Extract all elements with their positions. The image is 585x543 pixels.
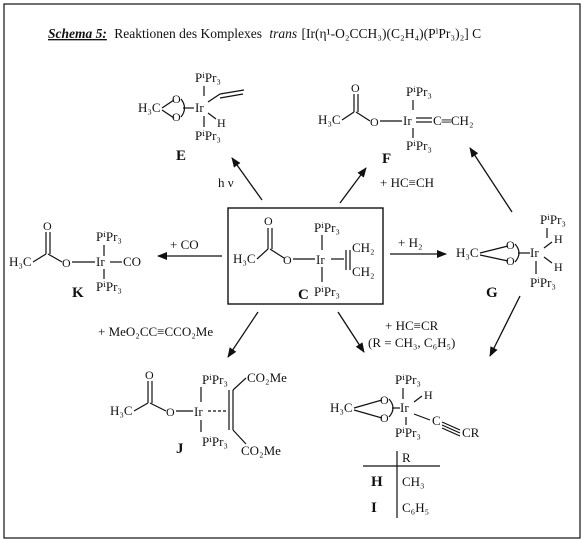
scheme-title-isomer: trans [269, 26, 297, 41]
compound-C-acetate-methyl: H₃C [233, 251, 256, 266]
compound-E-phosphine-top: PⁱPr₃ [195, 70, 221, 85]
svg-text:O: O [506, 238, 515, 252]
compound-F-label: F [382, 151, 391, 167]
compound-HI-phosphine-top: PⁱPr₃ [395, 372, 421, 387]
compound-C-ch2-top: CH₂ [352, 240, 375, 255]
svg-text:O: O [166, 405, 175, 419]
r-table-header: R [402, 450, 411, 465]
compound-C-box [227, 207, 384, 305]
compound-F-iridium: Ir [403, 113, 412, 128]
reagent-h2: + H₂ [398, 235, 423, 250]
compound-F-phosphine-bottom: PⁱPr₃ [406, 138, 432, 153]
compound-C-phosphine-top: PⁱPr₃ [314, 220, 340, 235]
reagent-alkyne-note: (R = CH₃, C₆H₅) [368, 335, 455, 350]
r-table: R H CH₃ I C₆H₅ [363, 450, 440, 518]
compound-J-phosphine-bottom: PⁱPr₃ [202, 434, 228, 449]
compound-E-hydride: H [217, 116, 226, 130]
compound-G-phosphine-top: PⁱPr₃ [540, 212, 566, 227]
scheme-title-text: Reaktionen des Komplexes [114, 26, 262, 41]
compound-HI-alkynyl-r: CR [462, 425, 480, 440]
arrow-C-to-HI [337, 311, 365, 353]
compound-E-label: E [176, 148, 186, 164]
svg-text:O: O [370, 115, 379, 129]
reagent-hv: h ν [218, 175, 234, 190]
compound-K-label: K [72, 285, 84, 301]
reagent-co: + CO [170, 237, 199, 252]
compound-F: PⁱPr₃ H₃C O O Ir C═CH₂ PⁱPr₃ F [318, 81, 473, 167]
compound-K-acetate-methyl: H₃C [9, 254, 32, 269]
arrow-G-to-F [469, 147, 513, 213]
compound-H-I: PⁱPr₃ H₃C O O Ir H C CR PⁱPr₃ [330, 372, 480, 440]
compound-G-label: G [486, 285, 498, 301]
compound-J-ester-top: CO₂Me [247, 370, 287, 385]
svg-text:O: O [380, 393, 389, 407]
svg-text:O: O [62, 256, 71, 270]
svg-text:O: O [351, 81, 360, 95]
compound-K-phosphine-top: PⁱPr₃ [96, 229, 122, 244]
compound-F-vinylidene: C═CH₂ [433, 113, 473, 128]
svg-text:C: C [432, 413, 441, 428]
compound-C-phosphine-bottom: PⁱPr₃ [314, 284, 340, 299]
svg-text:O: O [172, 92, 181, 106]
compound-K-carbonyl: CO [123, 254, 141, 269]
compound-F-phosphine-top: PⁱPr₃ [406, 84, 432, 99]
compound-E-iridium: Ir [195, 100, 204, 115]
compound-C-ch2-bottom: CH₂ [352, 264, 375, 279]
compound-G-hydride-bottom: H [554, 260, 563, 274]
r-table-row-label-H: H [371, 474, 383, 490]
compound-K-iridium: Ir [96, 254, 105, 269]
reagent-dmad: + MeO₂CC≡CCO₂Me [98, 324, 213, 339]
compound-J-iridium: Ir [194, 404, 203, 419]
arrow-G-to-HI [489, 295, 521, 357]
compound-K: PⁱPr₃ H₃C O O Ir CO PⁱPr₃ K [9, 219, 141, 301]
compound-E-phosphine-bottom: PⁱPr₃ [195, 128, 221, 143]
compound-G-phosphine-bottom: PⁱPr₃ [530, 275, 556, 290]
svg-text:O: O [380, 411, 389, 425]
svg-text:O: O [283, 253, 292, 267]
compound-E: PⁱPr₃ H₃C O O Ir H PⁱPr₃ E [138, 70, 245, 164]
scheme-title-prefix: Schema 5: [48, 26, 107, 41]
compound-C-label: C [298, 287, 309, 303]
arrow-C-to-F [339, 167, 367, 204]
compound-G-hydride-top: H [554, 232, 563, 246]
r-table-row-value-H: CH₃ [402, 474, 425, 489]
reagent-alkyne: + HC≡CR [385, 318, 439, 333]
svg-text:O: O [145, 368, 154, 382]
compound-J: H₃C O O Ir PⁱPr₃ PⁱPr₃ CO₂Me CO₂Me J [110, 368, 287, 458]
svg-text:O: O [506, 254, 515, 268]
compound-F-acetate-methyl: H₃C [318, 112, 341, 127]
scheme-title-formula: [Ir(η¹-O₂CCH₃)(C₂H₄)(PⁱPr₃)₂] C [301, 26, 481, 41]
compound-C: H₃C O O Ir PⁱPr₃ PⁱPr₃ CH₂ CH₂ C [227, 207, 384, 305]
compound-HI-phosphine-bottom: PⁱPr₃ [395, 425, 421, 440]
compound-G: PⁱPr₃ H₃C O O Ir H H PⁱPr₃ G [456, 212, 566, 301]
compound-J-phosphine-top: PⁱPr₃ [202, 372, 228, 387]
svg-text:O: O [172, 110, 181, 124]
compound-HI-iridium: Ir [400, 400, 409, 415]
compound-HI-hydride: H [424, 388, 433, 402]
reagent-acetylene: + HC≡CH [380, 175, 434, 190]
svg-text:O: O [264, 214, 273, 228]
compound-E-acetate-methyl: H₃C [138, 100, 161, 115]
outer-frame [3, 3, 581, 539]
compound-G-iridium: Ir [530, 245, 539, 260]
r-table-row-label-I: I [371, 500, 377, 516]
arrow-C-to-E [231, 157, 263, 201]
compound-J-label: J [176, 441, 184, 457]
compound-HI-acetate-methyl: H₃C [330, 400, 353, 415]
svg-text:O: O [43, 219, 52, 233]
scheme-title: Schema 5: Reaktionen des Komplexes trans… [48, 26, 481, 41]
r-table-row-value-I: C₆H₅ [402, 500, 429, 515]
compound-C-iridium: Ir [316, 252, 325, 267]
compound-J-acetate-methyl: H₃C [110, 403, 133, 418]
compound-K-phosphine-bottom: PⁱPr₃ [96, 279, 122, 294]
arrow-C-to-J [227, 311, 259, 358]
compound-G-acetate-methyl: H₃C [456, 245, 479, 260]
compound-J-ester-bottom: CO₂Me [241, 443, 281, 458]
